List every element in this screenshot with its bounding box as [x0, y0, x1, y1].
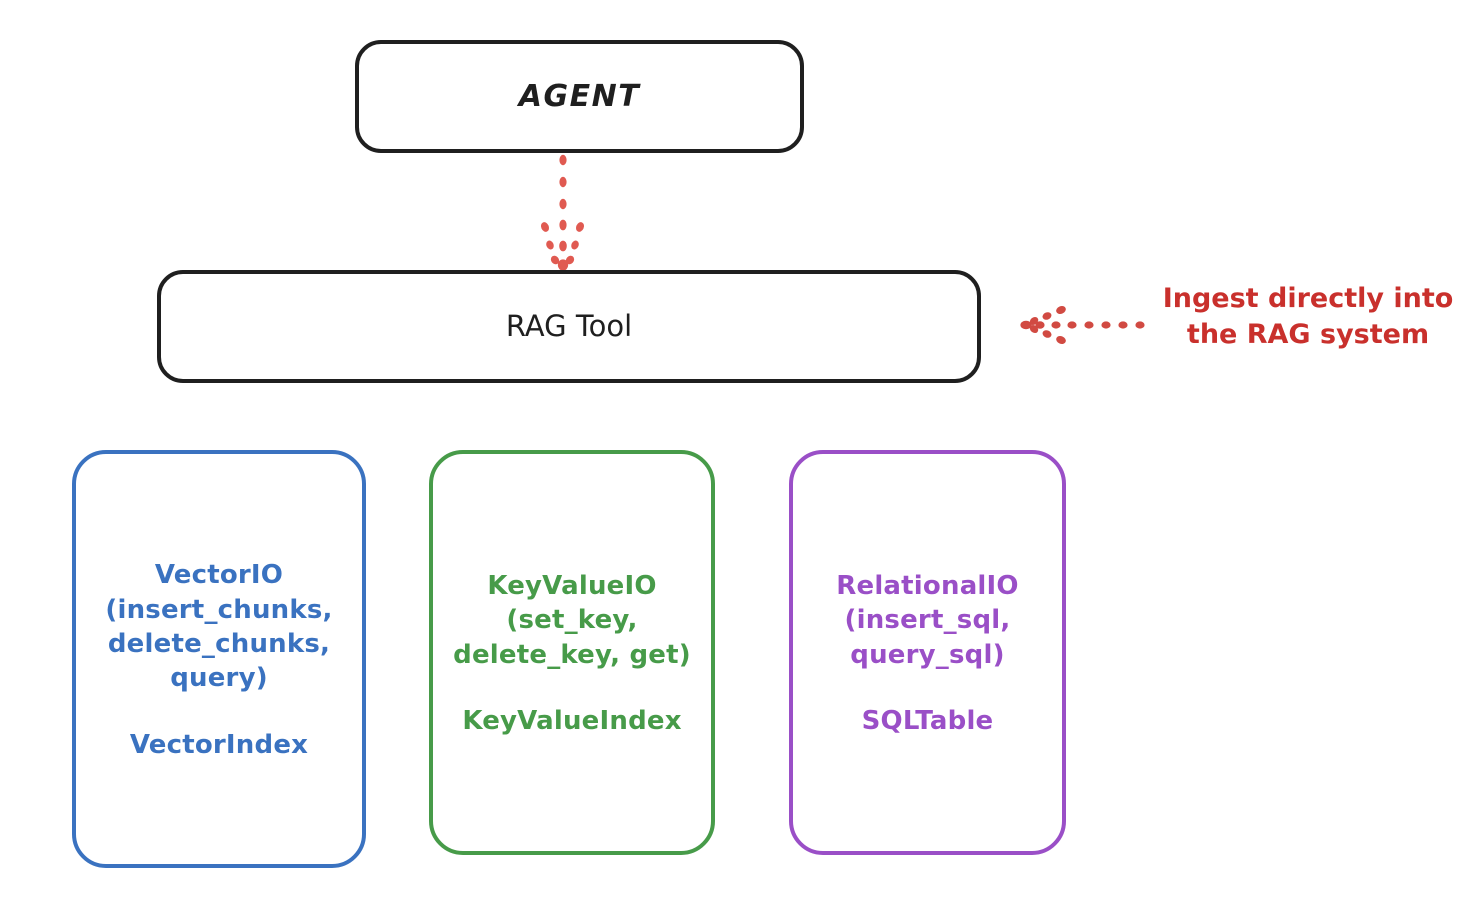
node-rag-tool-label: RAG Tool [505, 309, 633, 344]
node-rag-tool[interactable]: RAG Tool [157, 270, 981, 383]
node-relational-io-label: RelationalIO (insert_sql, query_sql) [836, 571, 1019, 670]
node-vector-io-label: VectorIO (insert_chunks, delete_chunks, … [105, 560, 333, 694]
node-sql-table-label: SQLTable [861, 705, 994, 736]
annotation-ingest-directly: Ingest directly into the RAG system [1162, 283, 1454, 351]
node-vector-io[interactable]: VectorIO (insert_chunks, delete_chunks, … [72, 450, 366, 868]
connector-agent-to-rag-tool [540, 154, 585, 271]
node-key-value-io[interactable]: KeyValueIO (set_key, delete_key, get) Ke… [429, 450, 715, 855]
node-key-value-index-label: KeyValueIndex [462, 705, 682, 736]
node-key-value-io-label: KeyValueIO (set_key, delete_key, get) [453, 571, 691, 670]
node-agent[interactable]: AGENT [355, 40, 804, 153]
node-vector-index-label: VectorIndex [129, 729, 309, 760]
connector-ingest-to-rag-tool [1020, 306, 1145, 344]
node-relational-io[interactable]: RelationalIO (insert_sql, query_sql) SQL… [789, 450, 1066, 855]
node-agent-label: AGENT [518, 78, 641, 114]
